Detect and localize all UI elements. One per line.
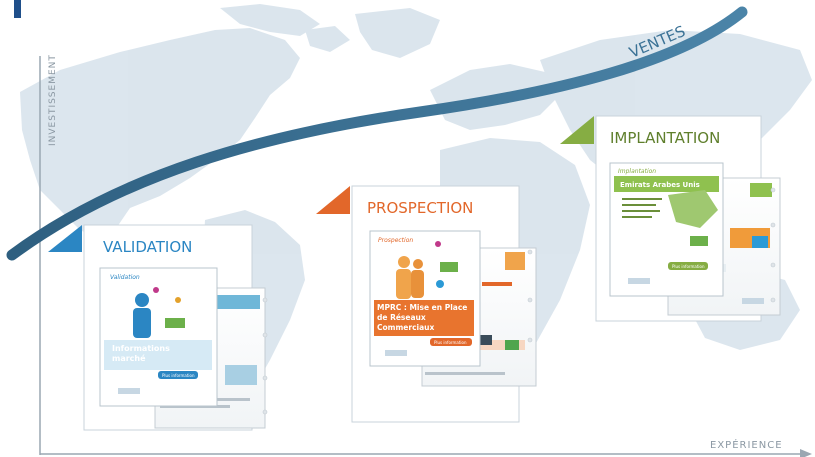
implantation-cover-band <box>614 176 719 192</box>
prospection-person1-head <box>398 256 410 268</box>
implantation-country-map <box>668 190 718 228</box>
prospection-pin-icon <box>435 241 441 247</box>
prospection-person1-body <box>396 269 411 299</box>
y-axis-label: INVESTISSEMENT <box>48 54 58 146</box>
prospection-logo <box>385 350 407 356</box>
implantation-logo <box>628 278 650 284</box>
validation-cover-band <box>104 340 212 370</box>
validation-more-info-button <box>158 371 198 379</box>
stage-implantation: IMPLANTATION Implantation Emirats Arabes… <box>560 115 781 322</box>
implantation-more-info-button <box>668 262 708 270</box>
prospection-more-info-label: Plus information <box>434 340 467 345</box>
prospection-cover-title-2: de Réseaux <box>377 313 426 322</box>
implantation-title: IMPLANTATION <box>610 129 720 147</box>
validation-person-body <box>133 308 151 338</box>
stage-validation: VALIDATION Validation Informations march… <box>48 224 266 431</box>
validation-cover-title-1: Informations <box>112 344 170 353</box>
validation-flag <box>48 225 82 252</box>
validation-back-header <box>212 295 260 309</box>
prospection-title: PROSPECTION <box>367 199 473 217</box>
validation-cover-title-2: marché <box>112 353 146 363</box>
validation-people-icon <box>165 318 185 328</box>
implantation-flag <box>560 116 594 144</box>
prospection-cover-band <box>374 300 474 336</box>
validation-logo <box>118 388 140 394</box>
stage-prospection: PROSPECTION Prospection MPRC : Mise en P… <box>316 185 537 423</box>
validation-back-photo <box>225 365 257 385</box>
x-axis-arrow <box>800 449 812 457</box>
implantation-more-info-label: Plus information <box>672 264 705 269</box>
corner-mark <box>14 0 21 18</box>
prospection-cover-title-3: Commerciaux <box>377 323 434 332</box>
implantation-cover-heading: Implantation <box>618 168 656 175</box>
validation-more-info-label: Plus information <box>162 373 195 378</box>
prospection-cover-title-1: MPRC : Mise en Place <box>377 303 467 312</box>
implantation-cover-title: Emirats Arabes Unis <box>620 181 700 189</box>
sales-curve <box>6 6 748 261</box>
validation-cover-heading: Validation <box>110 274 140 281</box>
ring-holes <box>262 187 776 415</box>
prospection-check-icon <box>505 340 519 350</box>
implantation-people-icon <box>690 236 708 246</box>
validation-title: VALIDATION <box>103 238 192 256</box>
prospection-flag <box>316 186 350 214</box>
prospection-person2-body <box>411 270 424 298</box>
prospection-more-info-button <box>430 338 472 346</box>
prospection-cover-heading: Prospection <box>378 237 413 244</box>
validation-person-head <box>135 293 149 307</box>
x-axis-label: EXPÉRIENCE <box>710 438 783 451</box>
validation-pin-icon <box>153 287 159 293</box>
